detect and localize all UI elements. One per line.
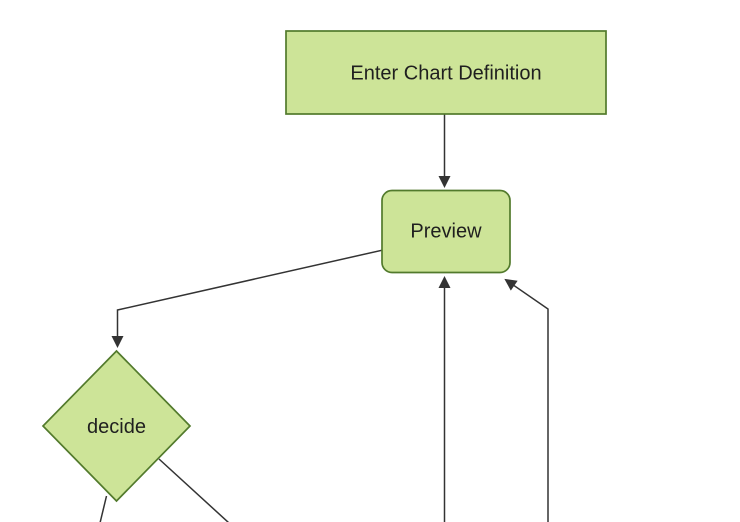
node-enter-chart-definition-label: Enter Chart Definition — [350, 63, 541, 85]
node-decide: decide — [41, 349, 192, 503]
edge-decide-to-offscreen-right — [158, 458, 230, 522]
edges-layer — [99, 114, 549, 522]
edge-preview-to-decide — [111, 249, 384, 348]
node-enter-chart-definition: Enter Chart Definition — [285, 30, 607, 115]
edge-decide-to-offscreen-left — [99, 495, 108, 522]
node-decide-shape — [41, 349, 192, 503]
edge-offscreen-bottomright-to-preview — [504, 278, 549, 522]
node-preview-label: Preview — [410, 221, 482, 243]
node-enter-chart-definition-shape — [285, 30, 607, 115]
node-decide-label: decide — [87, 416, 146, 438]
node-preview-shape — [381, 189, 511, 274]
node-preview: Preview — [381, 189, 511, 274]
nodes-layer: Enter Chart Definition Preview decide — [41, 30, 607, 503]
